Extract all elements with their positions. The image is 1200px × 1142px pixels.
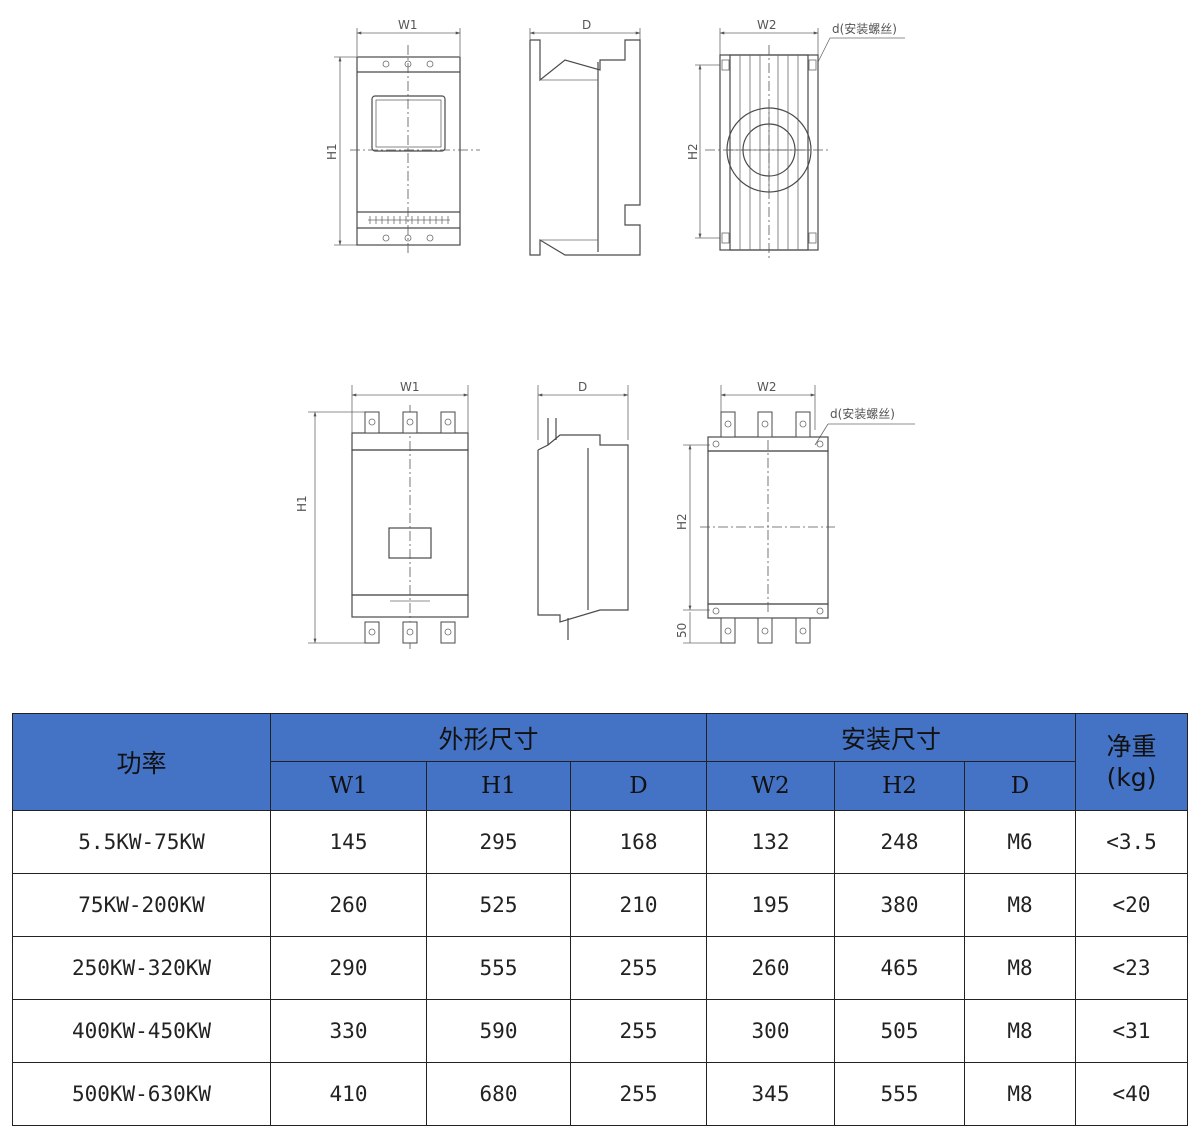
- col-w2: W2: [706, 761, 835, 811]
- cell-weight: <31: [1075, 999, 1188, 1063]
- cell-screw: M8: [964, 999, 1076, 1063]
- bottom-mount-view: W2 d(安装螺丝) H2 50: [675, 380, 915, 644]
- cell-w1: 260: [270, 873, 427, 937]
- top-side-d-label: D: [582, 18, 591, 32]
- top-mount-h2-label: H2: [686, 143, 700, 160]
- col-d: D: [570, 761, 707, 811]
- col-screw: D: [964, 761, 1076, 811]
- cell-d: 255: [570, 1062, 707, 1126]
- cell-w1: 410: [270, 1062, 427, 1126]
- cell-weight: <3.5: [1075, 810, 1188, 874]
- cell-h2: 555: [834, 1062, 965, 1126]
- cell-w1: 330: [270, 999, 427, 1063]
- cell-w2: 345: [706, 1062, 835, 1126]
- bottom-mount-h2-label: H2: [675, 513, 689, 530]
- bottom-mount-w2-label: W2: [757, 380, 777, 394]
- cell-h1: 555: [426, 936, 571, 1000]
- cell-d: 168: [570, 810, 707, 874]
- cell-weight: <23: [1075, 936, 1188, 1000]
- cell-w2: 300: [706, 999, 835, 1063]
- weight-header-line2: (kg): [1106, 763, 1157, 792]
- cell-w2: 132: [706, 810, 835, 874]
- bottom-front-h1-label: H1: [295, 495, 309, 512]
- top-front-view: W1 H1: [325, 18, 480, 255]
- table-row: 400KW-450KW 330 590 255 300 505 M8 <31: [12, 999, 1188, 1063]
- cell-weight: <20: [1075, 873, 1188, 937]
- cell-h1: 525: [426, 873, 571, 937]
- cell-d: 255: [570, 936, 707, 1000]
- top-mount-w2-label: W2: [757, 18, 777, 32]
- cell-h2: 505: [834, 999, 965, 1063]
- cell-w2: 195: [706, 873, 835, 937]
- cell-h1: 680: [426, 1062, 571, 1126]
- outline-header: 外形尺寸: [270, 713, 707, 762]
- drawings-svg: W1 H1 D: [295, 18, 915, 650]
- weight-header: 净重 (kg): [1075, 713, 1188, 811]
- cell-h1: 295: [426, 810, 571, 874]
- top-mount-screw-label: d(安装螺丝): [832, 21, 897, 36]
- cell-weight: <40: [1075, 1062, 1188, 1126]
- bottom-front-view: W1 H1: [295, 380, 469, 650]
- weight-header-line1: 净重: [1106, 731, 1157, 761]
- bottom-side-d-label: D: [578, 380, 587, 394]
- cell-w2: 260: [706, 936, 835, 1000]
- power-header: 功率: [12, 713, 271, 811]
- cell-screw: M8: [964, 1062, 1076, 1126]
- cell-h2: 465: [834, 936, 965, 1000]
- cell-power: 250KW-320KW: [12, 936, 271, 1000]
- bottom-front-w1-label: W1: [400, 380, 420, 394]
- col-h2: H2: [834, 761, 965, 811]
- col-w1: W1: [270, 761, 427, 811]
- table-row: 500KW-630KW 410 680 255 345 555 M8 <40: [12, 1062, 1188, 1126]
- bottom-mount-screw-label: d(安装螺丝): [830, 406, 895, 421]
- cell-h2: 380: [834, 873, 965, 937]
- cell-h2: 248: [834, 810, 965, 874]
- cell-power: 5.5KW-75KW: [12, 810, 271, 874]
- cell-w1: 145: [270, 810, 427, 874]
- cell-h1: 590: [426, 999, 571, 1063]
- cell-power: 400KW-450KW: [12, 999, 271, 1063]
- table-row: 5.5KW-75KW 145 295 168 132 248 M6 <3.5: [12, 810, 1188, 874]
- cell-d: 255: [570, 999, 707, 1063]
- table-row: 75KW-200KW 260 525 210 195 380 M8 <20: [12, 873, 1188, 937]
- bottom-mount-offset-label: 50: [675, 623, 689, 638]
- install-header: 安装尺寸: [706, 713, 1076, 762]
- col-h1: H1: [426, 761, 571, 811]
- bottom-side-view: D: [537, 380, 629, 640]
- spec-table: 功率 外形尺寸 安装尺寸 净重 (kg) W1 H1 D W2 H2 D 5.5…: [12, 713, 1188, 1126]
- top-front-h1-label: H1: [325, 143, 339, 160]
- cell-power: 75KW-200KW: [12, 873, 271, 937]
- cell-screw: M8: [964, 936, 1076, 1000]
- dimension-drawings: W1 H1 D: [295, 18, 915, 650]
- cell-d: 210: [570, 873, 707, 937]
- cell-power: 500KW-630KW: [12, 1062, 271, 1126]
- table-row: 250KW-320KW 290 555 255 260 465 M8 <23: [12, 936, 1188, 1000]
- cell-screw: M8: [964, 873, 1076, 937]
- top-mount-view: W2 d(安装螺丝) H2: [686, 18, 905, 260]
- cell-w1: 290: [270, 936, 427, 1000]
- cell-screw: M6: [964, 810, 1076, 874]
- top-front-w1-label: W1: [398, 18, 418, 32]
- top-side-view: D: [529, 18, 641, 256]
